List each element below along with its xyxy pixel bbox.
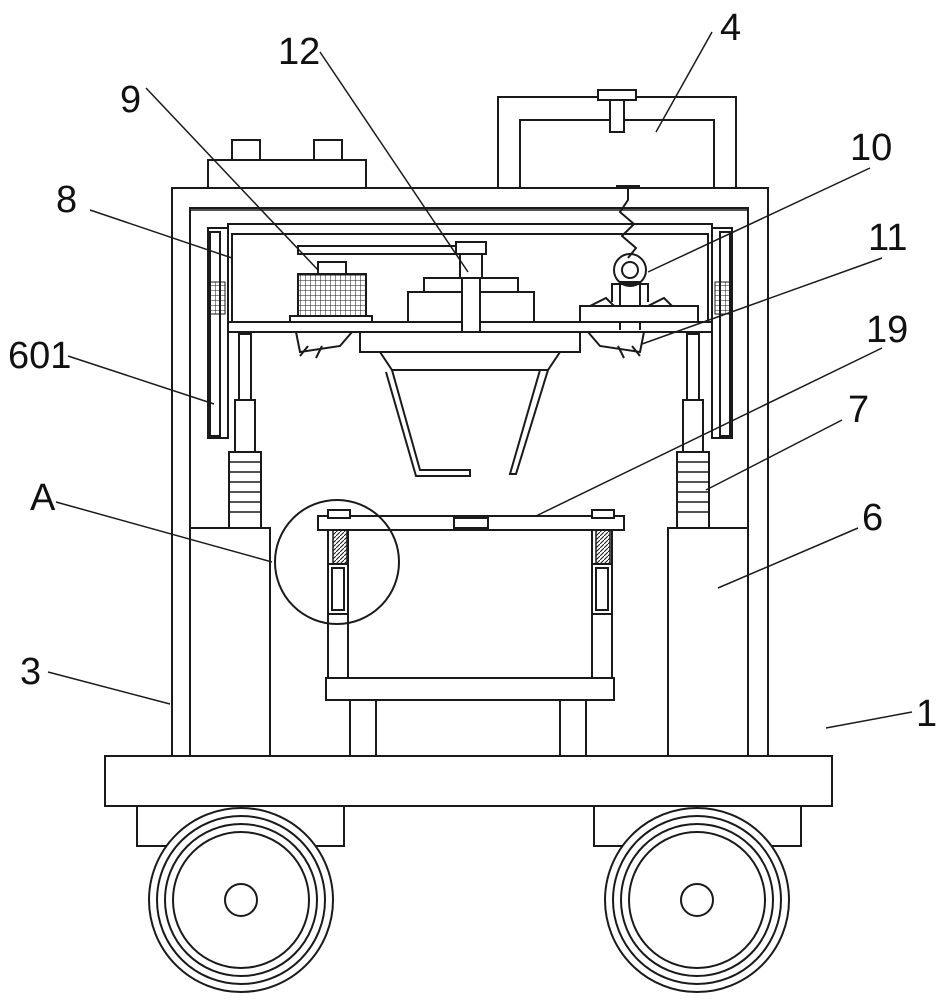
label-a: A: [30, 477, 56, 519]
guide-rail-right: [711, 227, 733, 439]
work-table: [317, 509, 625, 757]
control-box: [207, 139, 367, 189]
nozzle-right: [585, 331, 646, 359]
label-11: 11: [868, 217, 907, 259]
label-8: 8: [56, 179, 77, 221]
lift-cylinder-right: [676, 333, 710, 529]
label-3: 3: [20, 651, 41, 693]
nozzle-left: [294, 331, 355, 359]
label-9: 9: [120, 79, 141, 121]
label-601: 601: [8, 335, 71, 377]
label-19: 19: [866, 309, 908, 351]
wheel-right: [593, 805, 802, 993]
label-1: 1: [916, 693, 937, 735]
label-12: 12: [278, 31, 320, 73]
base-plate: [104, 755, 833, 807]
lift-cylinder-left: [228, 333, 262, 529]
handle: [497, 89, 737, 188]
wheel-left: [136, 805, 345, 993]
support-column-left: [189, 527, 271, 757]
label-7: 7: [848, 389, 869, 431]
label-10: 10: [850, 127, 892, 169]
motor: [289, 245, 475, 323]
support-column-right: [667, 527, 749, 757]
hopper: [359, 331, 581, 477]
drive-assembly: [407, 241, 535, 333]
clamp-block: [579, 296, 699, 323]
label-4: 4: [720, 7, 741, 49]
leader-lines: [47, 31, 913, 729]
label-6: 6: [862, 497, 883, 539]
detail-circle-a: [274, 499, 400, 625]
outer-frame: [171, 187, 769, 757]
guide-rail-left: [207, 227, 229, 439]
